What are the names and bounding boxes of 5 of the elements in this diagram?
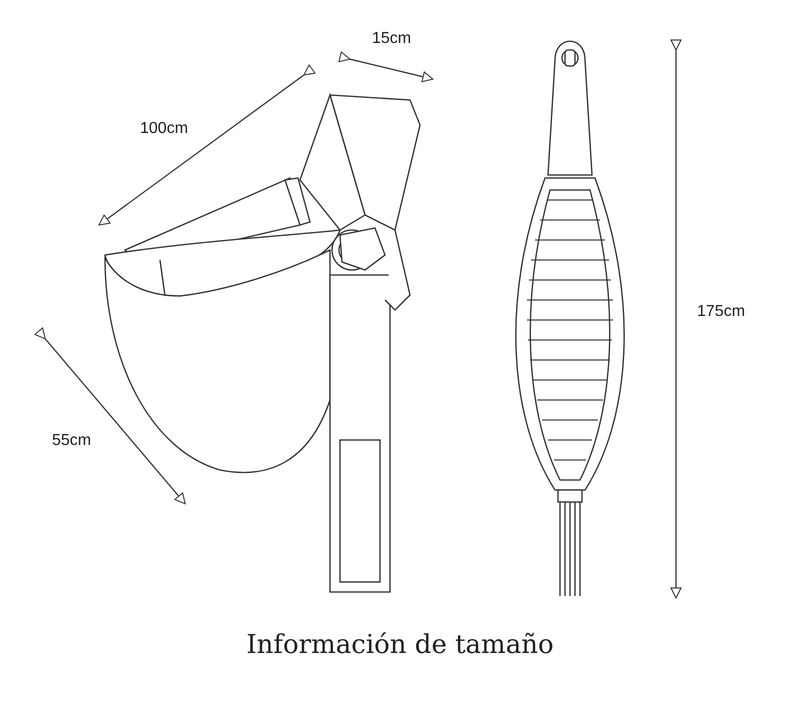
dimension-label: 15cm [372,30,412,48]
caption: Información de tamaño [245,630,555,660]
dimension-label: 55cm [52,432,92,450]
dimension-label: 175cm [697,303,746,321]
dimension-label: 100cm [140,120,188,138]
